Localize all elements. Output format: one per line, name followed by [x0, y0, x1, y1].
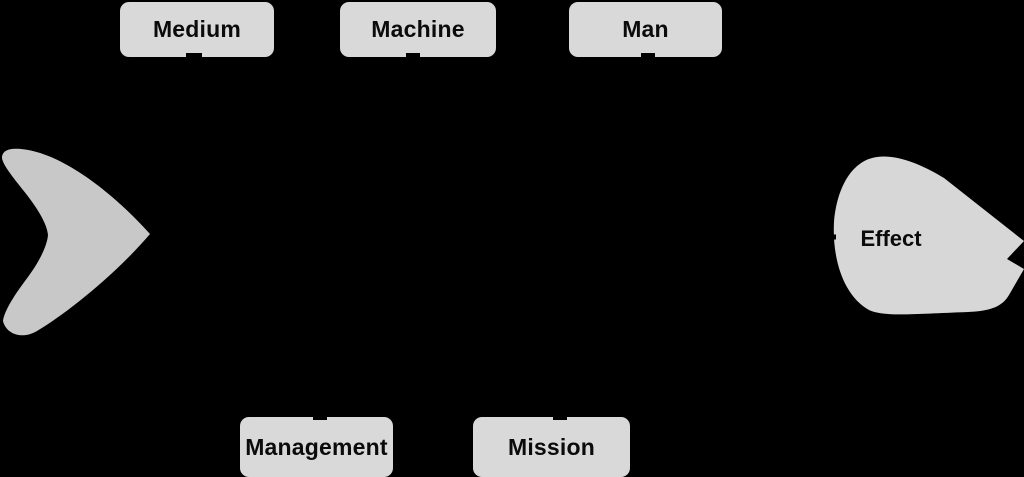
category-label-mission: Mission: [507, 433, 596, 460]
bone-notch-machine: [406, 53, 420, 62]
rib-mission: [557, 235, 670, 419]
fish-tail-shape: [2, 148, 150, 336]
effect-label: Effect: [860, 226, 922, 251]
category-label-man: Man: [622, 16, 669, 42]
category-box-man: Man: [569, 2, 722, 57]
bone-notch-medium: [186, 53, 202, 62]
category-label-medium: Medium: [152, 16, 242, 42]
rib-machine: [410, 55, 523, 239]
bone-notch-mission: [553, 412, 567, 420]
category-box-management: Management: [240, 417, 393, 477]
category-label-machine: Machine: [371, 16, 465, 42]
rib-man: [645, 55, 758, 239]
category-box-machine: Machine: [340, 2, 496, 57]
rib-management: [317, 235, 430, 419]
bone-notch-management: [313, 412, 327, 420]
category-box-mission: Mission: [473, 417, 630, 477]
category-box-medium: Medium: [120, 2, 274, 57]
fish-head-shape: [833, 156, 1024, 315]
rib-medium: [190, 55, 303, 239]
bone-notch-man: [641, 53, 655, 62]
category-label-management: Management: [245, 433, 388, 460]
